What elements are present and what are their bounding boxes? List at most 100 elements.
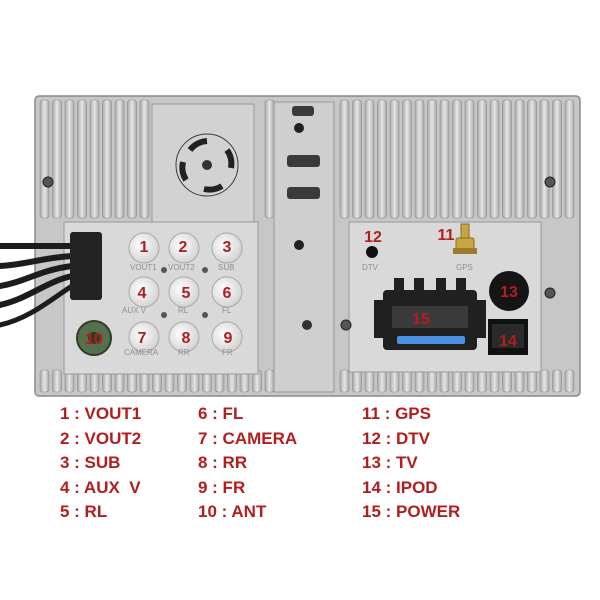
silk-vout1: VOUT1 xyxy=(130,263,157,272)
rca-jack-icon xyxy=(211,321,243,353)
marker-10: 10 xyxy=(85,331,103,348)
heatsink-fin xyxy=(564,99,575,219)
heatsink-fin xyxy=(114,99,125,219)
heatsink-fin xyxy=(489,99,500,219)
head-unit-rear-panel: VOUT1 VOUT2 SUB AUX V RL FL CAMERA RR FR… xyxy=(0,95,581,397)
heatsink-fin xyxy=(489,369,500,393)
legend-item: 5 : RL xyxy=(60,502,108,522)
marker-5: 5 xyxy=(182,285,191,302)
power-connector-icon xyxy=(374,278,486,350)
silk-vout2: VOUT2 xyxy=(168,263,195,272)
rca-jack-grid xyxy=(128,232,243,353)
heatsink-fins-bottom xyxy=(39,369,575,393)
legend-item: 10 : ANT xyxy=(198,502,267,522)
rca-jack-icon xyxy=(168,321,200,353)
legend-column-3: 11 : GPS 12 : DTV 13 : TV 14 : IPOD 15 :… xyxy=(362,402,460,525)
spine-screw xyxy=(302,320,312,330)
rca-jack-icon xyxy=(128,232,160,264)
heatsink-fin xyxy=(439,369,450,393)
heatsink-fin xyxy=(77,99,87,219)
heatsink-fin xyxy=(427,99,437,219)
heatsink-fin xyxy=(414,99,425,219)
legend-item: 12 : DTV xyxy=(362,428,431,448)
heatsink-fin xyxy=(364,99,375,219)
wire-harness xyxy=(0,243,75,328)
heatsink-fin xyxy=(39,99,50,219)
jack-rivet xyxy=(202,312,208,318)
heatsink-fin xyxy=(389,369,400,393)
silk-fr: FR xyxy=(222,348,233,357)
port-number-markers: 1 2 3 4 5 6 7 8 9 10 11 12 13 14 15 xyxy=(85,227,518,350)
silk-camera: CAMERA xyxy=(124,348,159,357)
heatsink-fin xyxy=(127,99,137,219)
legend-item: 13 : TV xyxy=(362,453,418,473)
heatsink-fin xyxy=(89,99,100,219)
heatsink-fin xyxy=(502,99,512,219)
heatsink-fin xyxy=(477,369,487,393)
heatsink-fins-top xyxy=(39,99,575,219)
screw-icon xyxy=(42,176,556,331)
antenna-pin xyxy=(88,332,100,344)
jack-rivet xyxy=(161,312,167,318)
rca-jack-icon xyxy=(128,276,160,308)
heatsink-fin xyxy=(427,369,437,393)
heatsink-fin xyxy=(377,99,387,219)
fan-icon xyxy=(175,133,239,197)
heatsink-fin xyxy=(414,369,425,393)
heatsink-fin xyxy=(389,99,400,219)
marker-6: 6 xyxy=(223,285,232,302)
heatsink-fin xyxy=(539,99,550,219)
legend-item: 4 : AUX V xyxy=(60,477,141,497)
legend-column-2: 6 : FL 7 : CAMERA 8 : RR 9 : FR 10 : ANT xyxy=(198,402,297,525)
silk-aux: AUX V xyxy=(122,306,147,315)
heatsink-fin xyxy=(39,369,50,393)
legend-item: 1 : VOUT1 xyxy=(60,404,142,423)
gps-connector-icon xyxy=(453,223,477,254)
dtv-jack xyxy=(366,246,378,258)
heatsink-fin xyxy=(52,99,62,219)
ipod-connector-inner xyxy=(492,324,524,348)
heatsink-fin xyxy=(377,369,387,393)
legend-item: 15 : POWER xyxy=(362,502,461,522)
fuse-icon xyxy=(397,336,465,344)
heatsink-fin xyxy=(527,369,537,393)
heatsink-fin xyxy=(539,369,550,393)
legend-item: 6 : FL xyxy=(198,404,244,423)
heatsink-fin xyxy=(464,99,475,219)
heatsink-fin xyxy=(264,369,275,393)
silk-rr: RR xyxy=(178,348,190,357)
heatsink-fin xyxy=(552,369,562,393)
silk-gps: GPS xyxy=(456,263,473,272)
rca-jack-icon xyxy=(211,276,243,308)
marker-11: 11 xyxy=(438,227,455,244)
legend-item: 9 : FR xyxy=(198,477,246,497)
heatsink-fin xyxy=(514,369,525,393)
heatsink-fin xyxy=(502,369,512,393)
rca-jack-icon xyxy=(168,276,200,308)
heatsink-fin xyxy=(352,369,362,393)
heatsink-fin xyxy=(464,369,475,393)
spine-screw-hole-1 xyxy=(294,123,304,133)
marker-8: 8 xyxy=(182,330,191,347)
heatsink-fin xyxy=(514,99,525,219)
marker-1: 1 xyxy=(140,239,149,256)
silk-fl: FL xyxy=(222,306,232,315)
legend-item: 3 : SUB xyxy=(60,453,121,473)
spine-screw-hole-2 xyxy=(294,240,304,250)
heatsink-fin xyxy=(352,99,362,219)
legend-item: 2 : VOUT2 xyxy=(60,428,142,448)
heatsink-fin xyxy=(564,369,575,393)
marker-12: 12 xyxy=(364,229,382,246)
silkscreen: VOUT1 VOUT2 SUB AUX V RL FL CAMERA RR FR… xyxy=(122,263,473,357)
heatsink-fin xyxy=(339,369,350,393)
heatsink-fin xyxy=(402,99,412,219)
legend-item: 11 : GPS xyxy=(362,404,431,423)
rca-jack-icon xyxy=(168,232,200,264)
legend-column-1: 1 : VOUT1 2 : VOUT2 3 : SUB 4 : AUX V 5 … xyxy=(60,402,141,525)
harness-clamp xyxy=(70,232,102,300)
legend-item: 7 : CAMERA xyxy=(198,428,298,448)
jack-rivet xyxy=(202,267,208,273)
heatsink-fin xyxy=(364,369,375,393)
heatsink-fin xyxy=(439,99,450,219)
heatsink-fin xyxy=(264,99,275,219)
